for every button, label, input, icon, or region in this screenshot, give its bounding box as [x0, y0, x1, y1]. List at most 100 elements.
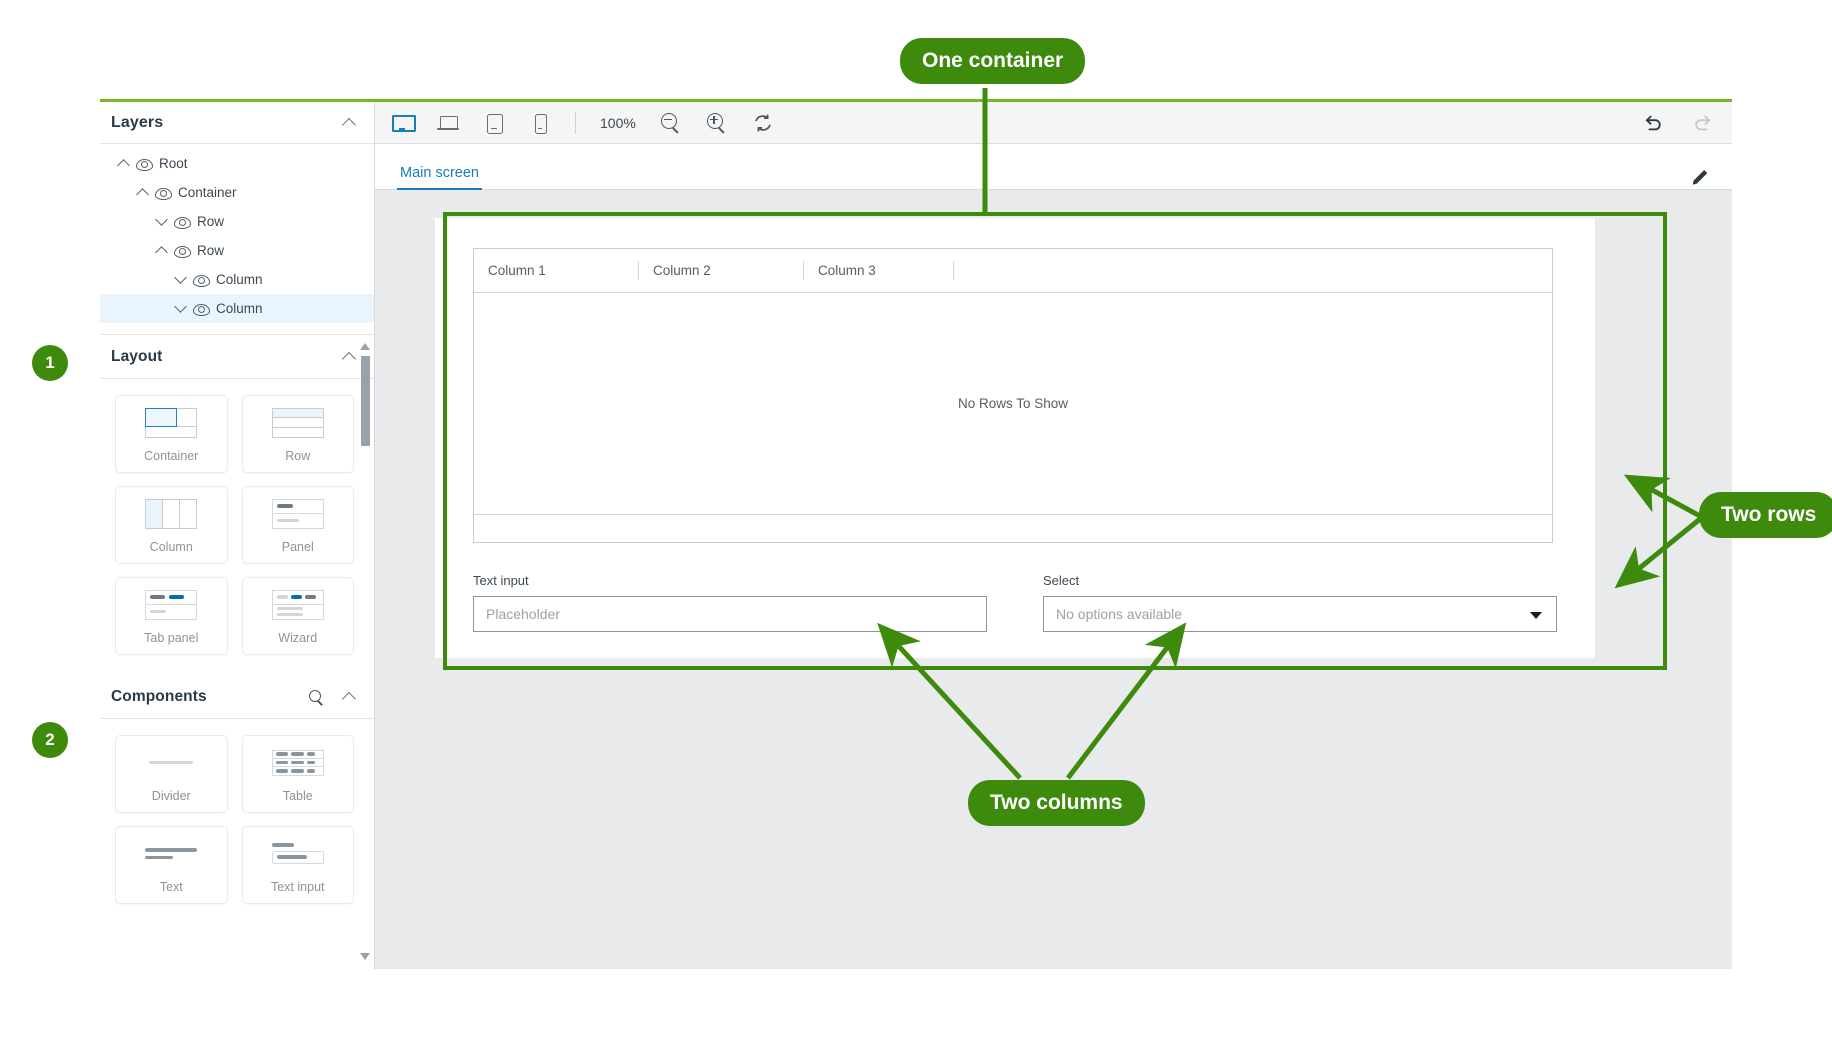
- tab-main-screen[interactable]: Main screen: [397, 165, 482, 190]
- palette-tile-table[interactable]: Table: [241, 735, 354, 813]
- text-input-field-group: Text input Placeholder: [473, 573, 987, 632]
- callout-one-container: One container: [900, 38, 1086, 84]
- palette-tile-label: Row: [285, 448, 311, 463]
- desktop-view-button[interactable]: [391, 112, 416, 134]
- chevron-down-icon[interactable]: [173, 272, 188, 287]
- scrollbar-thumb[interactable]: [361, 356, 370, 446]
- tablet-view-button[interactable]: [483, 112, 505, 134]
- palette-tile-tab-panel[interactable]: Tab panel: [115, 577, 228, 655]
- components-section-header: Components: [100, 675, 374, 719]
- layer-label: Row: [197, 214, 225, 229]
- palette-tile-container[interactable]: Container: [115, 395, 228, 473]
- table-column-header[interactable]: Column 1: [474, 249, 639, 292]
- chevron-up-icon[interactable]: [135, 185, 150, 200]
- layer-row-column-4[interactable]: Column: [100, 265, 374, 294]
- badge-2: 2: [32, 722, 68, 758]
- layer-label: Column: [216, 272, 263, 287]
- zoom-level-value: 100%: [600, 114, 636, 131]
- text-input-label: Text input: [473, 573, 529, 588]
- row-glyph-icon: [271, 406, 324, 440]
- layer-row-container-1[interactable]: Container: [100, 178, 374, 207]
- layer-row-row-2[interactable]: Row: [100, 207, 374, 236]
- eye-icon[interactable]: [193, 301, 210, 317]
- layer-label: Container: [178, 185, 237, 200]
- layer-label: Column: [216, 301, 263, 316]
- palette-tile-column[interactable]: Column: [115, 486, 228, 564]
- chevron-down-icon: [1530, 611, 1542, 619]
- container-glyph-icon: [145, 406, 198, 440]
- eye-icon[interactable]: [193, 272, 210, 288]
- zoom-in-button[interactable]: [706, 112, 728, 134]
- layers-panel-header: Layers: [100, 102, 374, 144]
- phone-view-button[interactable]: [529, 112, 551, 134]
- layer-row-root-0[interactable]: Root: [100, 149, 374, 178]
- palette-tile-panel[interactable]: Panel: [241, 486, 354, 564]
- sidebar-scrollbar[interactable]: [360, 342, 371, 961]
- layout-section-header: Layout: [100, 335, 374, 379]
- eye-icon[interactable]: [155, 185, 172, 201]
- text-glyph-icon: [145, 837, 198, 871]
- palette-tile-text-input[interactable]: Text input: [241, 826, 354, 904]
- divider-glyph-icon: [149, 746, 194, 780]
- palette-tile-divider[interactable]: Divider: [115, 735, 228, 813]
- palette-tile-label: Divider: [151, 788, 191, 803]
- scroll-down-arrow-icon[interactable]: [360, 952, 371, 961]
- chevron-down-icon[interactable]: [173, 301, 188, 316]
- layer-label: Row: [197, 243, 225, 258]
- toolbar-divider: [575, 111, 576, 134]
- laptop-view-button[interactable]: [437, 112, 459, 134]
- palette-tile-text[interactable]: Text: [115, 826, 228, 904]
- table-body: No Rows To Show: [474, 293, 1552, 514]
- badge-1: 1: [32, 345, 68, 381]
- main-area: 100%: [375, 102, 1732, 969]
- layout-section-title: Layout: [111, 347, 163, 365]
- palette-tile-label: Container: [144, 448, 199, 463]
- palette-tile-label: Table: [282, 788, 313, 803]
- eye-icon[interactable]: [174, 243, 191, 259]
- refresh-button[interactable]: [752, 112, 774, 134]
- screen-tab-bar: Main screen: [375, 144, 1732, 190]
- palette-tile-row[interactable]: Row: [241, 395, 354, 473]
- column-glyph-icon: [145, 497, 198, 531]
- eye-icon[interactable]: [174, 214, 191, 230]
- layout-collapse-chevron-icon[interactable]: [341, 348, 358, 365]
- table-column-header[interactable]: Column 3: [804, 249, 954, 292]
- text-input-glyph-icon: [271, 837, 324, 871]
- layer-label: Root: [159, 156, 188, 171]
- text-input[interactable]: Placeholder: [473, 596, 987, 632]
- zoom-out-button[interactable]: [660, 112, 682, 134]
- palette-tile-label: Column: [149, 539, 193, 554]
- layers-collapse-chevron-icon[interactable]: [341, 114, 358, 131]
- wizard-glyph-icon: [271, 588, 324, 622]
- scroll-up-arrow-icon[interactable]: [360, 342, 371, 351]
- chevron-down-icon[interactable]: [154, 214, 169, 229]
- layer-row-column-5[interactable]: Column: [100, 294, 374, 323]
- undo-button[interactable]: [1642, 112, 1664, 134]
- components-collapse-chevron-icon[interactable]: [341, 688, 358, 705]
- select-value: No options available: [1056, 606, 1183, 622]
- table-glyph-icon: [271, 746, 324, 780]
- select-input[interactable]: No options available: [1043, 596, 1557, 632]
- search-icon[interactable]: [307, 688, 325, 706]
- edit-screen-button[interactable]: [1690, 165, 1714, 189]
- layers-panel-title: Layers: [111, 113, 164, 131]
- layer-row-row-3[interactable]: Row: [100, 236, 374, 265]
- canvas-toolbar: 100%: [375, 102, 1732, 144]
- palette-tile-wizard[interactable]: Wizard: [241, 577, 354, 655]
- eye-icon[interactable]: [136, 156, 153, 172]
- redo-button[interactable]: [1692, 112, 1714, 134]
- chevron-up-icon[interactable]: [116, 156, 131, 171]
- table-column-header[interactable]: Column 2: [639, 249, 804, 292]
- select-field-group: Select No options available: [1043, 573, 1557, 632]
- chevron-up-icon[interactable]: [154, 243, 169, 258]
